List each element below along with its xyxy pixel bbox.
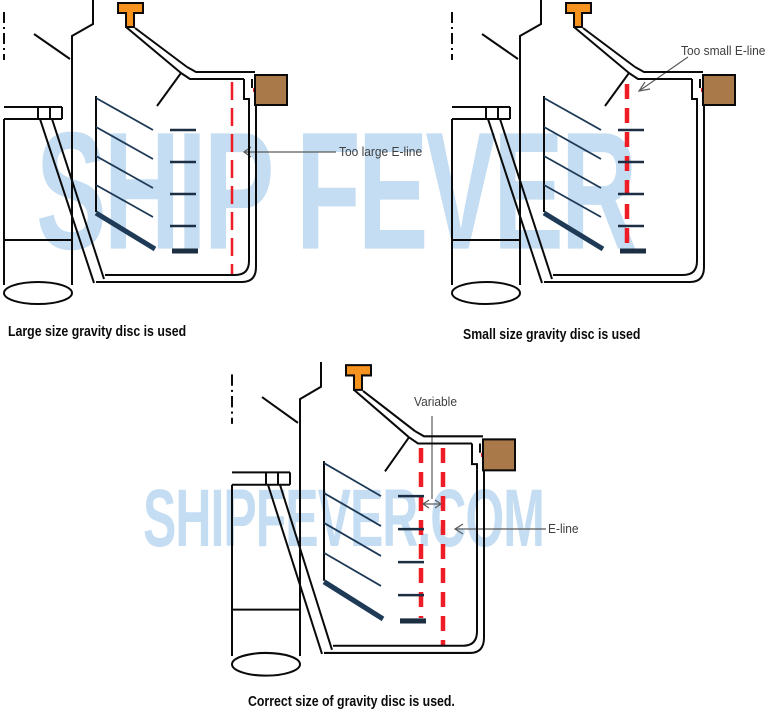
- variable-double-arrowheads: [421, 499, 443, 509]
- label-variable: Variable: [414, 394, 457, 409]
- caption-small-disc: Small size gravity disc is used: [463, 327, 641, 343]
- watermark-top: SHIP FEVER: [36, 98, 637, 285]
- eline-too-small: [624, 56, 689, 250]
- annotation-arrow-line: [638, 56, 689, 92]
- label-eline: E-line: [548, 521, 579, 536]
- panel-correct-disc: Variable E-line: [228, 362, 579, 692]
- panel-large-disc: Too large E-line: [0, 0, 422, 315]
- eline-arrowhead: [453, 523, 464, 535]
- panel-small-disc: Too small E-line: [448, 0, 765, 315]
- annotation-arrowhead: [637, 81, 651, 92]
- caption-large-disc: Large size gravity disc is used: [8, 324, 187, 340]
- eline-variable-range: [418, 416, 546, 645]
- label-too-large-eline: Too large E-line: [339, 144, 423, 159]
- label-too-small-eline: Too small E-line: [681, 43, 766, 58]
- caption-correct-disc: Correct size of gravity disc is used.: [248, 694, 455, 710]
